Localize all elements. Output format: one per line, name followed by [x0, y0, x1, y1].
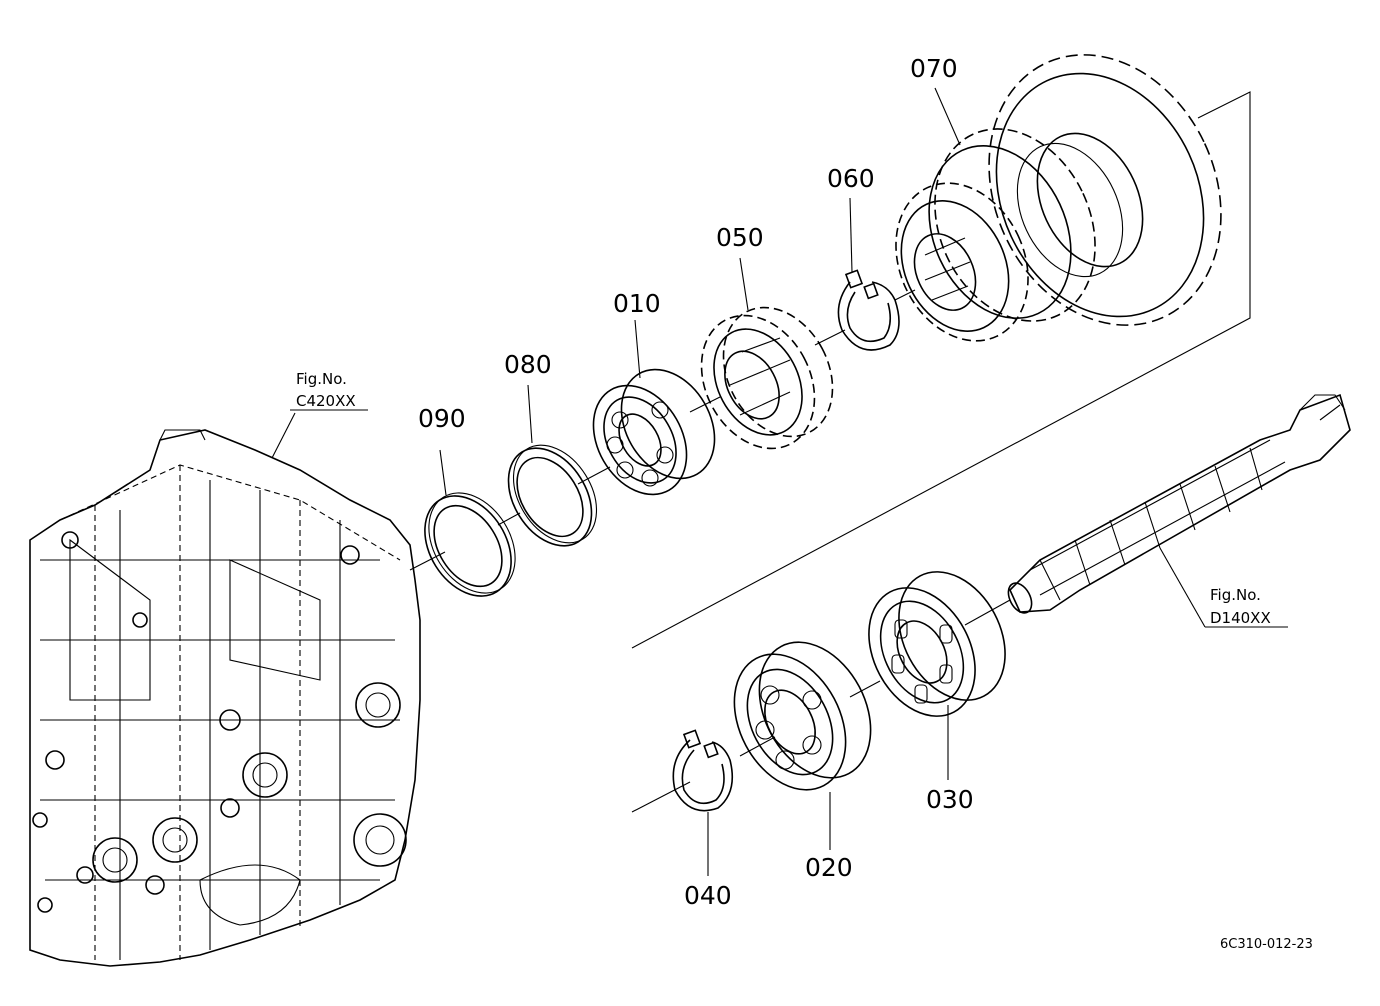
label-070: 070	[910, 54, 958, 83]
part-090-washer	[424, 492, 516, 597]
drawing-code: 6C310-012-23	[1220, 937, 1313, 952]
part-080-washer	[507, 444, 598, 547]
label-080: 080	[504, 350, 552, 379]
leader-lines	[271, 87, 1288, 876]
part-040-snap-ring	[672, 729, 734, 812]
part-070-gear-cluster	[895, 54, 1222, 342]
part-labels: 010 020 030 040 050 060 070 080 090 Fig.…	[296, 54, 1313, 952]
splined-shaft	[1007, 393, 1351, 614]
part-010-bearing	[592, 368, 716, 496]
part-060-snap-ring	[837, 269, 900, 351]
fig-ref-d140-line1: Fig.No.	[1210, 586, 1261, 604]
fig-ref-d140-line2: D140XX	[1210, 609, 1271, 627]
label-050: 050	[716, 223, 764, 252]
label-040: 040	[684, 881, 732, 910]
part-030-bearing	[868, 571, 1006, 717]
label-090: 090	[418, 404, 466, 433]
label-010: 010	[613, 289, 661, 318]
axis-lines	[409, 91, 1251, 813]
label-030: 030	[926, 785, 974, 814]
label-020: 020	[805, 853, 853, 882]
transmission-housing	[29, 429, 421, 967]
fig-ref-c420-line1: Fig.No.	[296, 370, 347, 388]
part-050-gear	[700, 306, 834, 450]
label-060: 060	[827, 164, 875, 193]
fig-ref-c420-line2: C420XX	[296, 392, 356, 410]
part-020-bearing	[733, 641, 872, 791]
